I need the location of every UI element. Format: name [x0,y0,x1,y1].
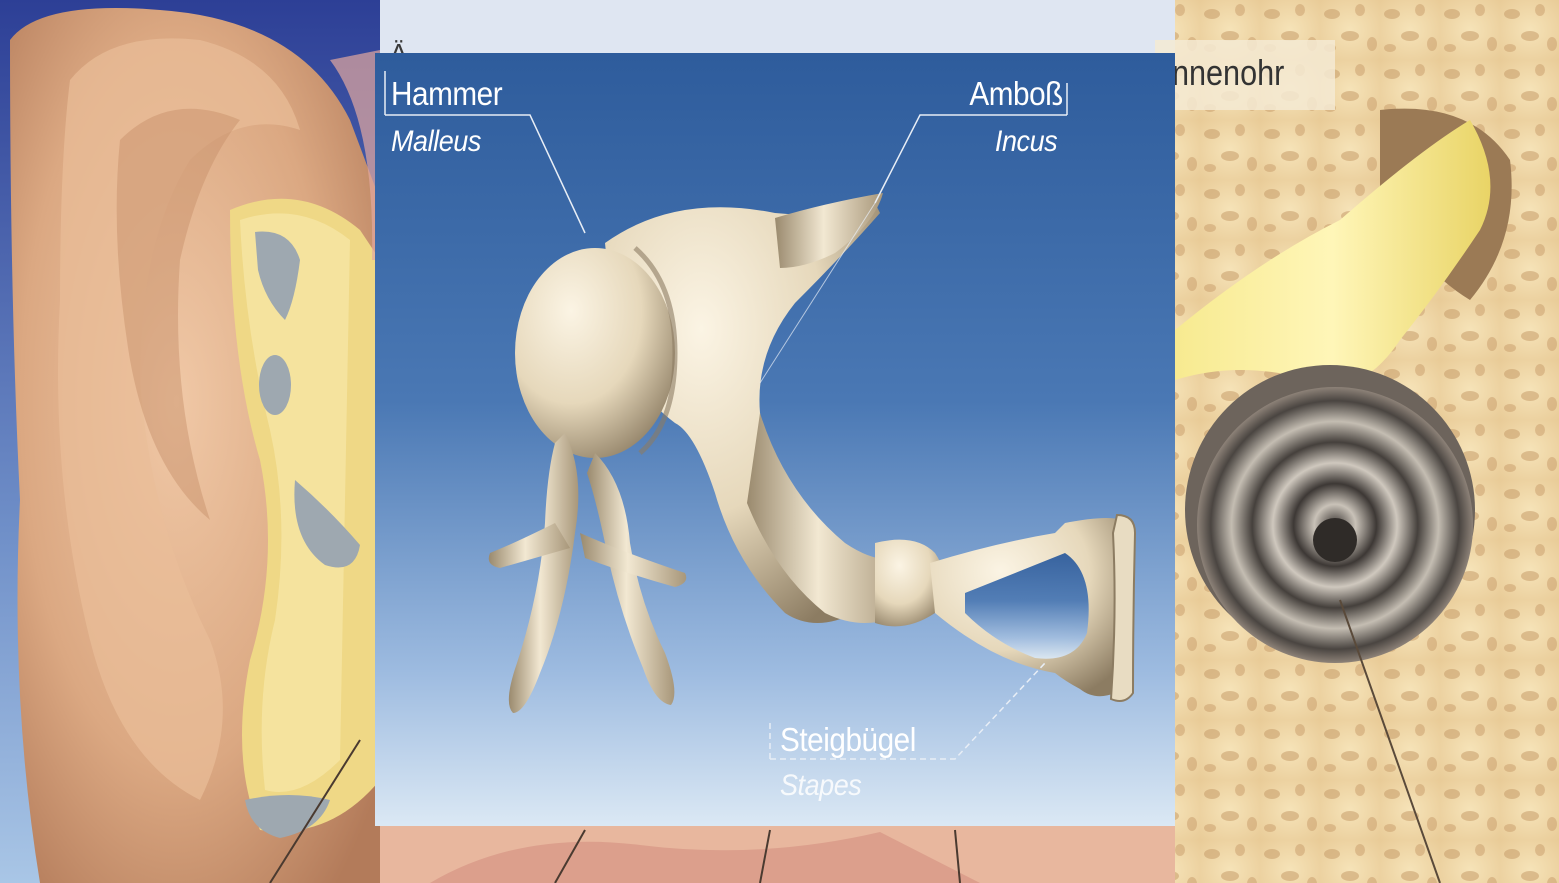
stapes-label: Stapes [780,769,861,803]
ossicles-inset: Hammer Malleus Amboß Incus Steigbügel St… [375,53,1175,826]
malleus-label: Malleus [391,125,481,159]
amboss-label: Amboß [970,75,1063,113]
incus-label: Incus [995,125,1057,159]
inner-ear-partial-label: nnenohr [1172,52,1284,94]
ossicles-illustration [375,53,1175,826]
hammer-label: Hammer [391,75,502,113]
steigbuegel-label: Steigbügel [780,721,916,759]
